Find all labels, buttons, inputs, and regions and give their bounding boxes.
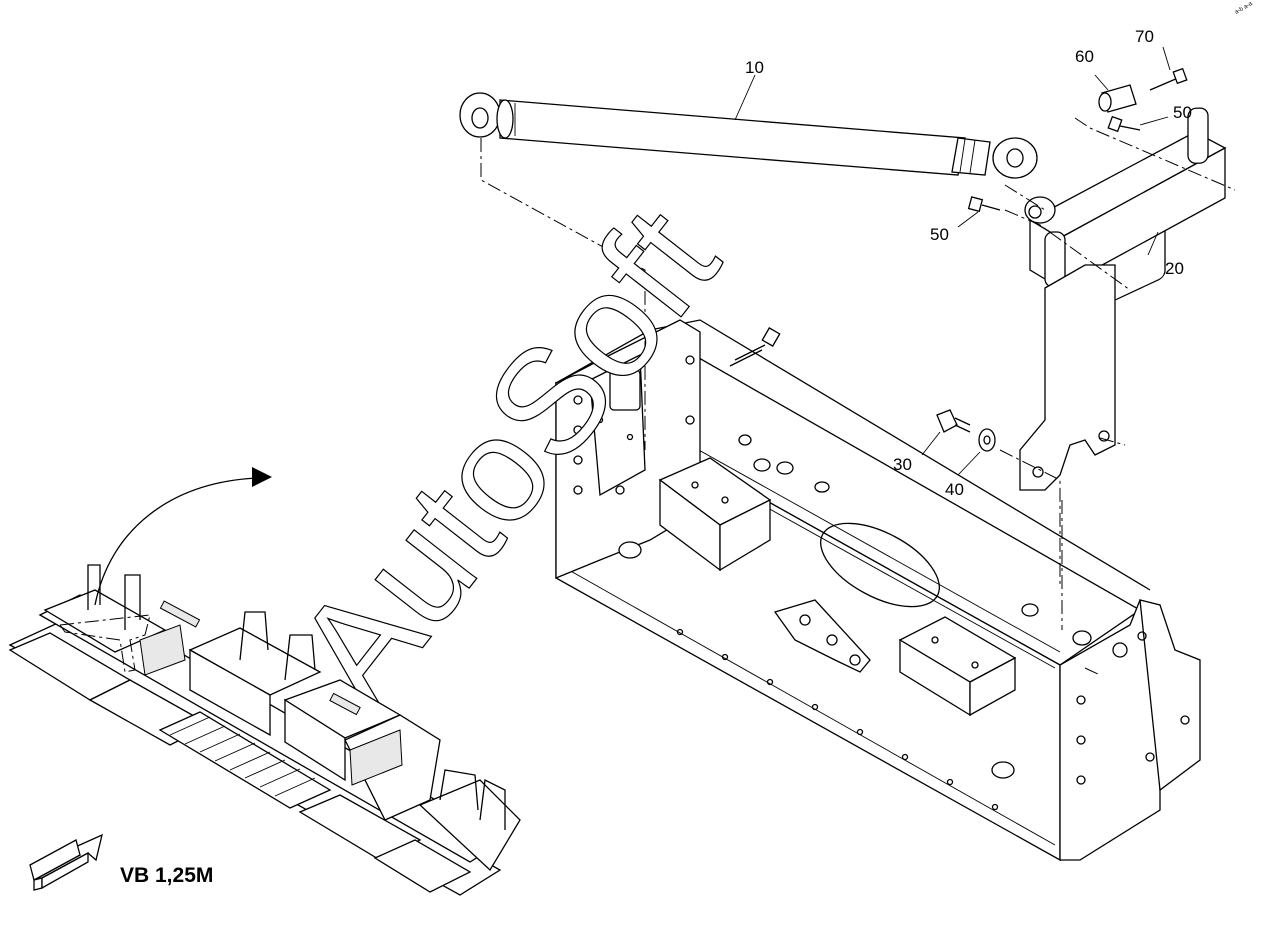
callout-30: 30 xyxy=(893,455,912,474)
callout-50-upper: 50 xyxy=(1173,103,1192,122)
bolt-30 xyxy=(921,409,971,456)
screw-50-upper xyxy=(1107,115,1169,133)
corner-mark: a-b a-a xyxy=(1234,1,1254,16)
view-direction-arrow xyxy=(29,833,103,891)
hydraulic-cylinder xyxy=(459,74,1038,179)
callout-60: 60 xyxy=(1075,47,1094,66)
locator-overview xyxy=(8,467,521,896)
screw-70 xyxy=(1149,46,1188,91)
variant-caption: VB 1,25M xyxy=(120,864,213,887)
callout-50-lower: 50 xyxy=(930,225,949,244)
callout-20: 20 xyxy=(1165,259,1184,278)
washer-40 xyxy=(957,428,996,476)
screw-50-lower xyxy=(957,196,1001,228)
pin-60 xyxy=(1094,74,1137,113)
callout-10: 10 xyxy=(745,58,764,77)
callout-70: 70 xyxy=(1135,27,1154,46)
mounting-bracket xyxy=(1019,107,1227,491)
callout-40: 40 xyxy=(945,480,964,499)
assembly-lines xyxy=(480,117,1236,676)
frame-bolt xyxy=(729,327,781,367)
